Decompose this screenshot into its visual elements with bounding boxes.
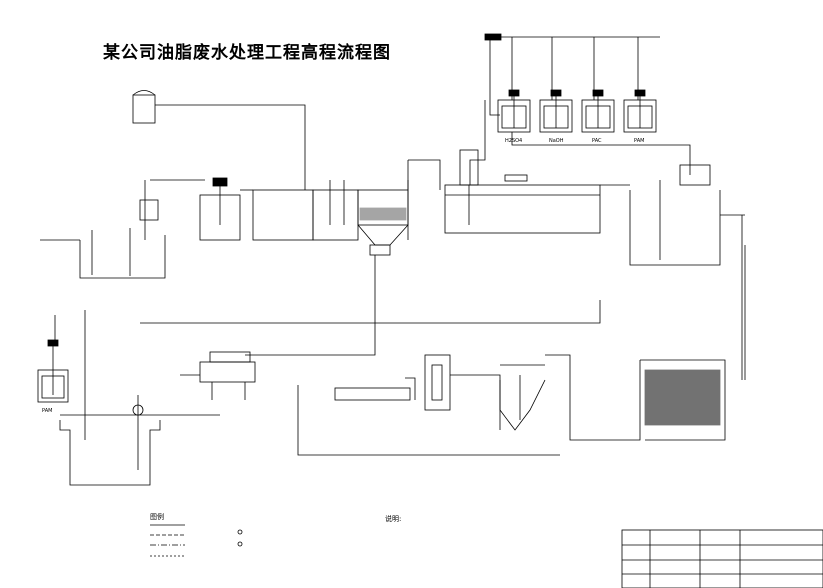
tank-label-pac: PAC [592,138,602,144]
tank-label-pam: PAM [634,138,644,144]
lower-process [297,354,726,456]
dosing-tank-h2so4 [497,89,531,133]
return-pipe-1 [140,300,601,324]
intermediate-tank [629,164,746,380]
air-flotation-tank [444,149,630,234]
dosing-tank-pac [581,89,615,133]
filter-press [180,351,256,400]
storage-tank [132,90,306,190]
legend [150,524,243,557]
dosing-outlet-pipe [511,132,691,175]
sludge-line [245,255,376,356]
title-block [621,529,823,588]
adjustment-tank [199,177,241,241]
collection-well [40,179,205,279]
tank-label-h2so4: H2SO4 [505,138,522,144]
notes-heading: 说明: [385,514,401,523]
page-title: 某公司油脂废水处理工程高程流程图 [103,43,391,63]
reaction-tanks [240,180,359,241]
dosing-tank-naoh [539,89,573,133]
legend-heading: 图例 [150,512,164,521]
dosing-header-pipe [469,33,660,185]
inclined-plate-settler [357,159,441,256]
tank-label-naoh: NaOH [549,138,564,144]
pam-tank-left [37,339,69,403]
tank-label-pam-left: PAM [42,408,52,414]
sludge-concentration-tank [59,395,220,486]
dosing-tank-pam [623,89,657,133]
